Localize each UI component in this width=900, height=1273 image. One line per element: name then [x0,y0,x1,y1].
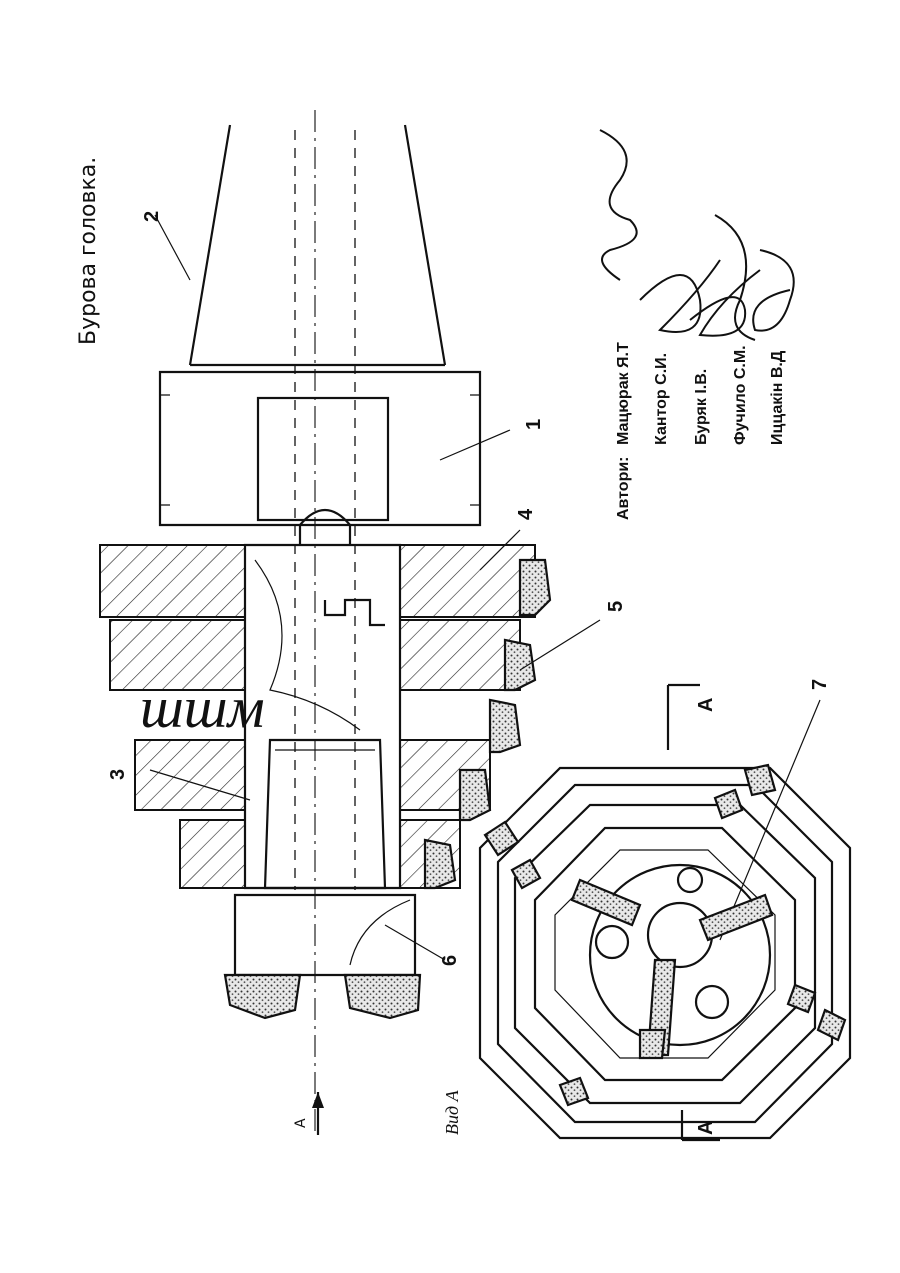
author-2: Кантор С.И. [653,353,670,445]
stage-4 [180,820,245,888]
body-window [258,398,388,520]
core-section [245,545,400,888]
author-5: Иццакін В.Д [769,350,786,445]
cutter-insert-1 [520,560,550,615]
authors-block: Автори: Мацюрак Я.Т Кантор С.И. Буряк І.… [615,342,786,520]
pin-head [300,510,350,545]
pilot-insert-left [225,975,300,1018]
cutter-insert-5 [425,840,455,888]
tapered-sleeve [265,740,385,888]
author-3: Буряк І.В. [693,369,710,445]
part-label-3: 3 [107,769,129,780]
conical-shank [190,125,445,365]
authors-heading: Автори: [615,456,632,520]
radial-arm-1 [572,880,640,925]
stage-3 [135,740,245,810]
part-label-7: 7 [809,679,831,690]
pilot-bit [235,895,415,975]
end-view-center-disk [590,865,770,1045]
view-arrow [312,1092,324,1135]
author-4: Фучило С.М. [732,345,749,445]
cutter-insert-4 [460,770,490,820]
cutter-insert-3 [490,700,520,752]
overlay-text: шшм [140,675,265,740]
signatures [600,130,794,340]
part-label-5: 5 [605,601,627,612]
cutter-insert-2 [505,640,535,690]
drill-head-end-view [480,765,850,1138]
part-label-4: 4 [515,508,537,520]
body-block [160,372,480,525]
arrow-mark-label: А [293,1118,309,1128]
author-1: Мацюрак Я.Т [615,342,632,445]
section-label-top: А [695,698,717,712]
view-label: Вид А [442,1089,462,1135]
pilot-insert-right [345,975,420,1018]
part-label-2: 2 [141,211,163,222]
section-marker-top [668,685,700,750]
drill-head-side-view [100,110,550,1135]
part-label-1: 1 [523,419,545,430]
stage-1 [100,545,245,617]
part-label-6: 6 [439,955,461,966]
drawing-title: Бурова головка. [76,157,101,345]
